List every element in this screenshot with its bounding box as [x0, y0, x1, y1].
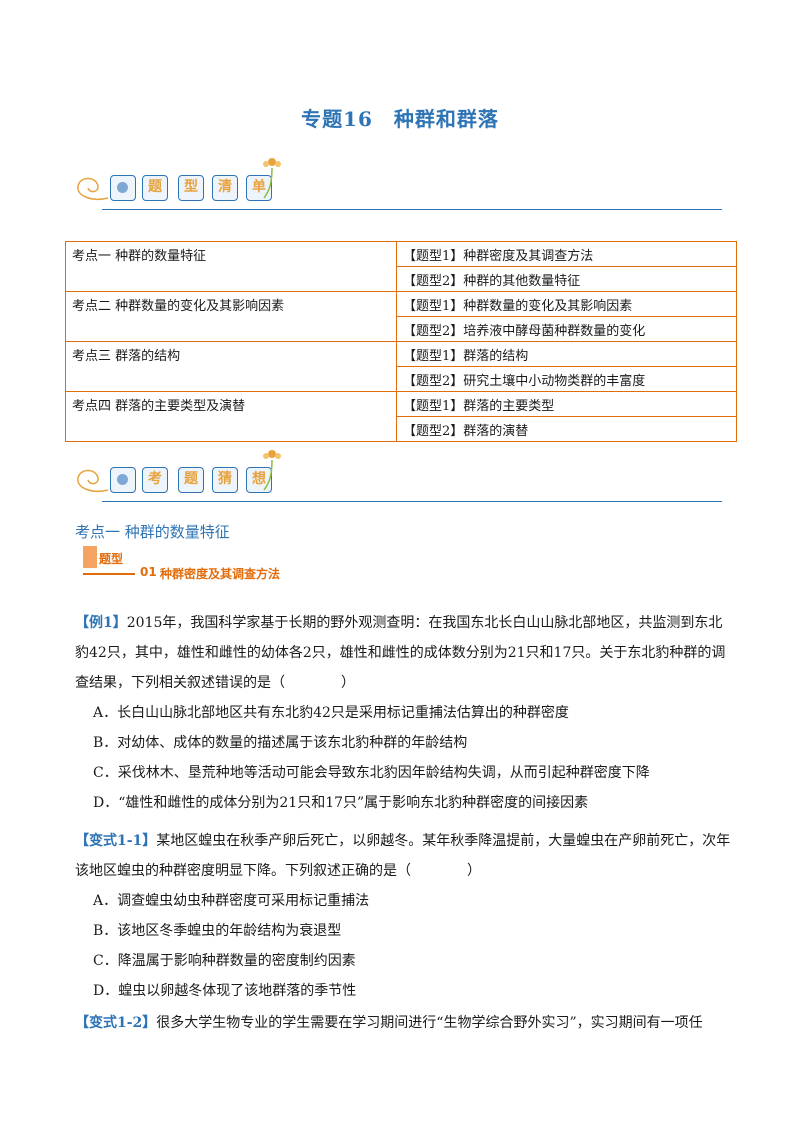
- page-title: 专题16 种群和群落: [301, 107, 499, 131]
- question-tag: 【变式1-2】: [75, 1015, 157, 1031]
- table-row: 考点二 种群数量的变化及其影响因素 【题型1】种群数量的变化及其影响因素: [65, 291, 737, 342]
- table-row: 考点三 群落的结构 【题型1】群落的结构: [65, 341, 737, 392]
- tixing-cell: 【题型2】群落的演替: [396, 416, 737, 442]
- banner-char: 想: [246, 467, 272, 493]
- tixing-cell: 【题型1】群落的结构: [396, 341, 737, 367]
- banner-rule: [102, 208, 722, 210]
- banner-char: 清: [212, 175, 238, 201]
- option-b: B．对幼体、成体的数量的描述属于该东北豹种群的年龄结构: [93, 735, 468, 751]
- tixing-cell: 【题型2】培养液中酵母菌种群数量的变化: [396, 316, 737, 342]
- tixing-cell: 【题型1】种群密度及其调查方法: [396, 241, 737, 267]
- question-variant-1-2: 【变式1-2】很多大学生物专业的学生需要在学习期间进行“生物学综合野外实习”，实…: [75, 1008, 735, 1038]
- tixing-badge: 题型 01 种群密度及其调查方法: [83, 546, 283, 581]
- section-banner-kaoti-caixiang: 考 题 猜 想: [72, 450, 722, 510]
- question-stem: 【变式1-2】很多大学生物专业的学生需要在学习期间进行“生物学综合野外实习”，实…: [75, 1008, 735, 1038]
- option-a: A．调查蝗虫幼虫种群密度可采用标记重捕法: [93, 893, 370, 909]
- section-heading: 考点一 种群的数量特征: [75, 523, 230, 541]
- banner-char: 单: [246, 175, 272, 201]
- tixing-cell: 【题型2】种群的其他数量特征: [396, 266, 737, 292]
- option-a: A．长白山山脉北部地区共有东北豹42只是采用标记重捕法估算出的种群密度: [93, 705, 569, 721]
- swirl-ornament-icon: [77, 177, 109, 200]
- banner-char: 题: [142, 175, 168, 201]
- tixing-cell: 【题型1】群落的主要类型: [396, 391, 737, 417]
- option-b: B．该地区冬季蝗虫的年龄结构为衰退型: [93, 923, 342, 939]
- banner-rule: [102, 500, 722, 502]
- flower-ornament-icon: [263, 158, 281, 199]
- badge-title: 种群密度及其调查方法: [160, 567, 281, 581]
- banner-char: 考: [142, 467, 168, 493]
- tixing-cell: 【题型2】研究土壤中小动物类群的丰富度: [396, 366, 737, 392]
- question-variant-1-1: 【变式1-1】某地区蝗虫在秋季产卵后死亡，以卵越冬。某年秋季降温提前，大量蝗虫在…: [75, 826, 735, 1006]
- banner-char: 题: [178, 467, 204, 493]
- table-row: 【题型2】群落的演替: [66, 416, 737, 442]
- table-row: 【题型2】种群的其他数量特征: [66, 266, 737, 292]
- banner-char: 猜: [212, 467, 238, 493]
- badge-label: 题型: [99, 552, 124, 566]
- option-c: C．采伐林木、垦荒种地等活动可能会导致东北豹因年龄结构失调，从而引起种群密度下降: [93, 765, 650, 781]
- badge-number: 01: [140, 565, 157, 579]
- option-c: C．降温属于影响种群数量的密度制约因素: [93, 953, 356, 969]
- option-d: D．蝗虫以卵越冬体现了该地群落的季节性: [93, 983, 357, 999]
- table-row: 【题型2】研究土壤中小动物类群的丰富度: [66, 366, 737, 392]
- kaodian-cell: 考点一 种群的数量特征: [65, 241, 397, 292]
- kaodian-cell: 考点二 种群数量的变化及其影响因素: [65, 291, 397, 342]
- banner-dot-icon: [110, 175, 136, 201]
- table-row: 考点四 群落的主要类型及演替 【题型1】群落的主要类型: [65, 391, 737, 442]
- question-text: 2015年，我国科学家基于长期的野外观测查明：在我国东北长白山山脉北部地区，共监…: [75, 615, 726, 691]
- swirl-ornament-icon: [77, 469, 109, 492]
- question-stem: 【例1】2015年，我国科学家基于长期的野外观测查明：在我国东北长白山山脉北部地…: [75, 608, 735, 698]
- question-tag: 【例1】: [75, 615, 127, 631]
- question-text: 很多大学生物专业的学生需要在学习期间进行“生物学综合野外实习”，实习期间有一项任: [156, 1015, 703, 1031]
- badge-underline: [83, 573, 135, 578]
- kaodian-cell: 考点四 群落的主要类型及演替: [65, 391, 397, 442]
- question-example-1: 【例1】2015年，我国科学家基于长期的野外观测查明：在我国东北长白山山脉北部地…: [75, 608, 735, 818]
- question-stem: 【变式1-1】某地区蝗虫在秋季产卵后死亡，以卵越冬。某年秋季降温提前，大量蝗虫在…: [75, 826, 735, 886]
- question-text: 某地区蝗虫在秋季产卵后死亡，以卵越冬。某年秋季降温提前，大量蝗虫在产卵前死亡，次…: [75, 833, 731, 879]
- banner-char: 型: [178, 175, 204, 201]
- table-row: 考点一 种群的数量特征 【题型1】种群密度及其调查方法: [65, 241, 737, 292]
- tixing-cell: 【题型1】种群数量的变化及其影响因素: [396, 291, 737, 317]
- question-tag: 【变式1-1】: [75, 833, 157, 849]
- badge-block-icon: [83, 546, 97, 568]
- kaodian-cell: 考点三 群落的结构: [65, 341, 397, 392]
- banner-dot-icon: [110, 467, 136, 493]
- section-banner-tixing-qingdan: 题 型 清 单: [72, 158, 722, 218]
- option-d: D．“雄性和雌性的成体分别为21只和17只”属于影响东北豹种群密度的间接因素: [93, 795, 589, 811]
- topic-table: 考点一 种群的数量特征 【题型1】种群密度及其调查方法 【题型2】种群的其他数量…: [65, 241, 737, 442]
- flower-ornament-icon: [263, 450, 281, 491]
